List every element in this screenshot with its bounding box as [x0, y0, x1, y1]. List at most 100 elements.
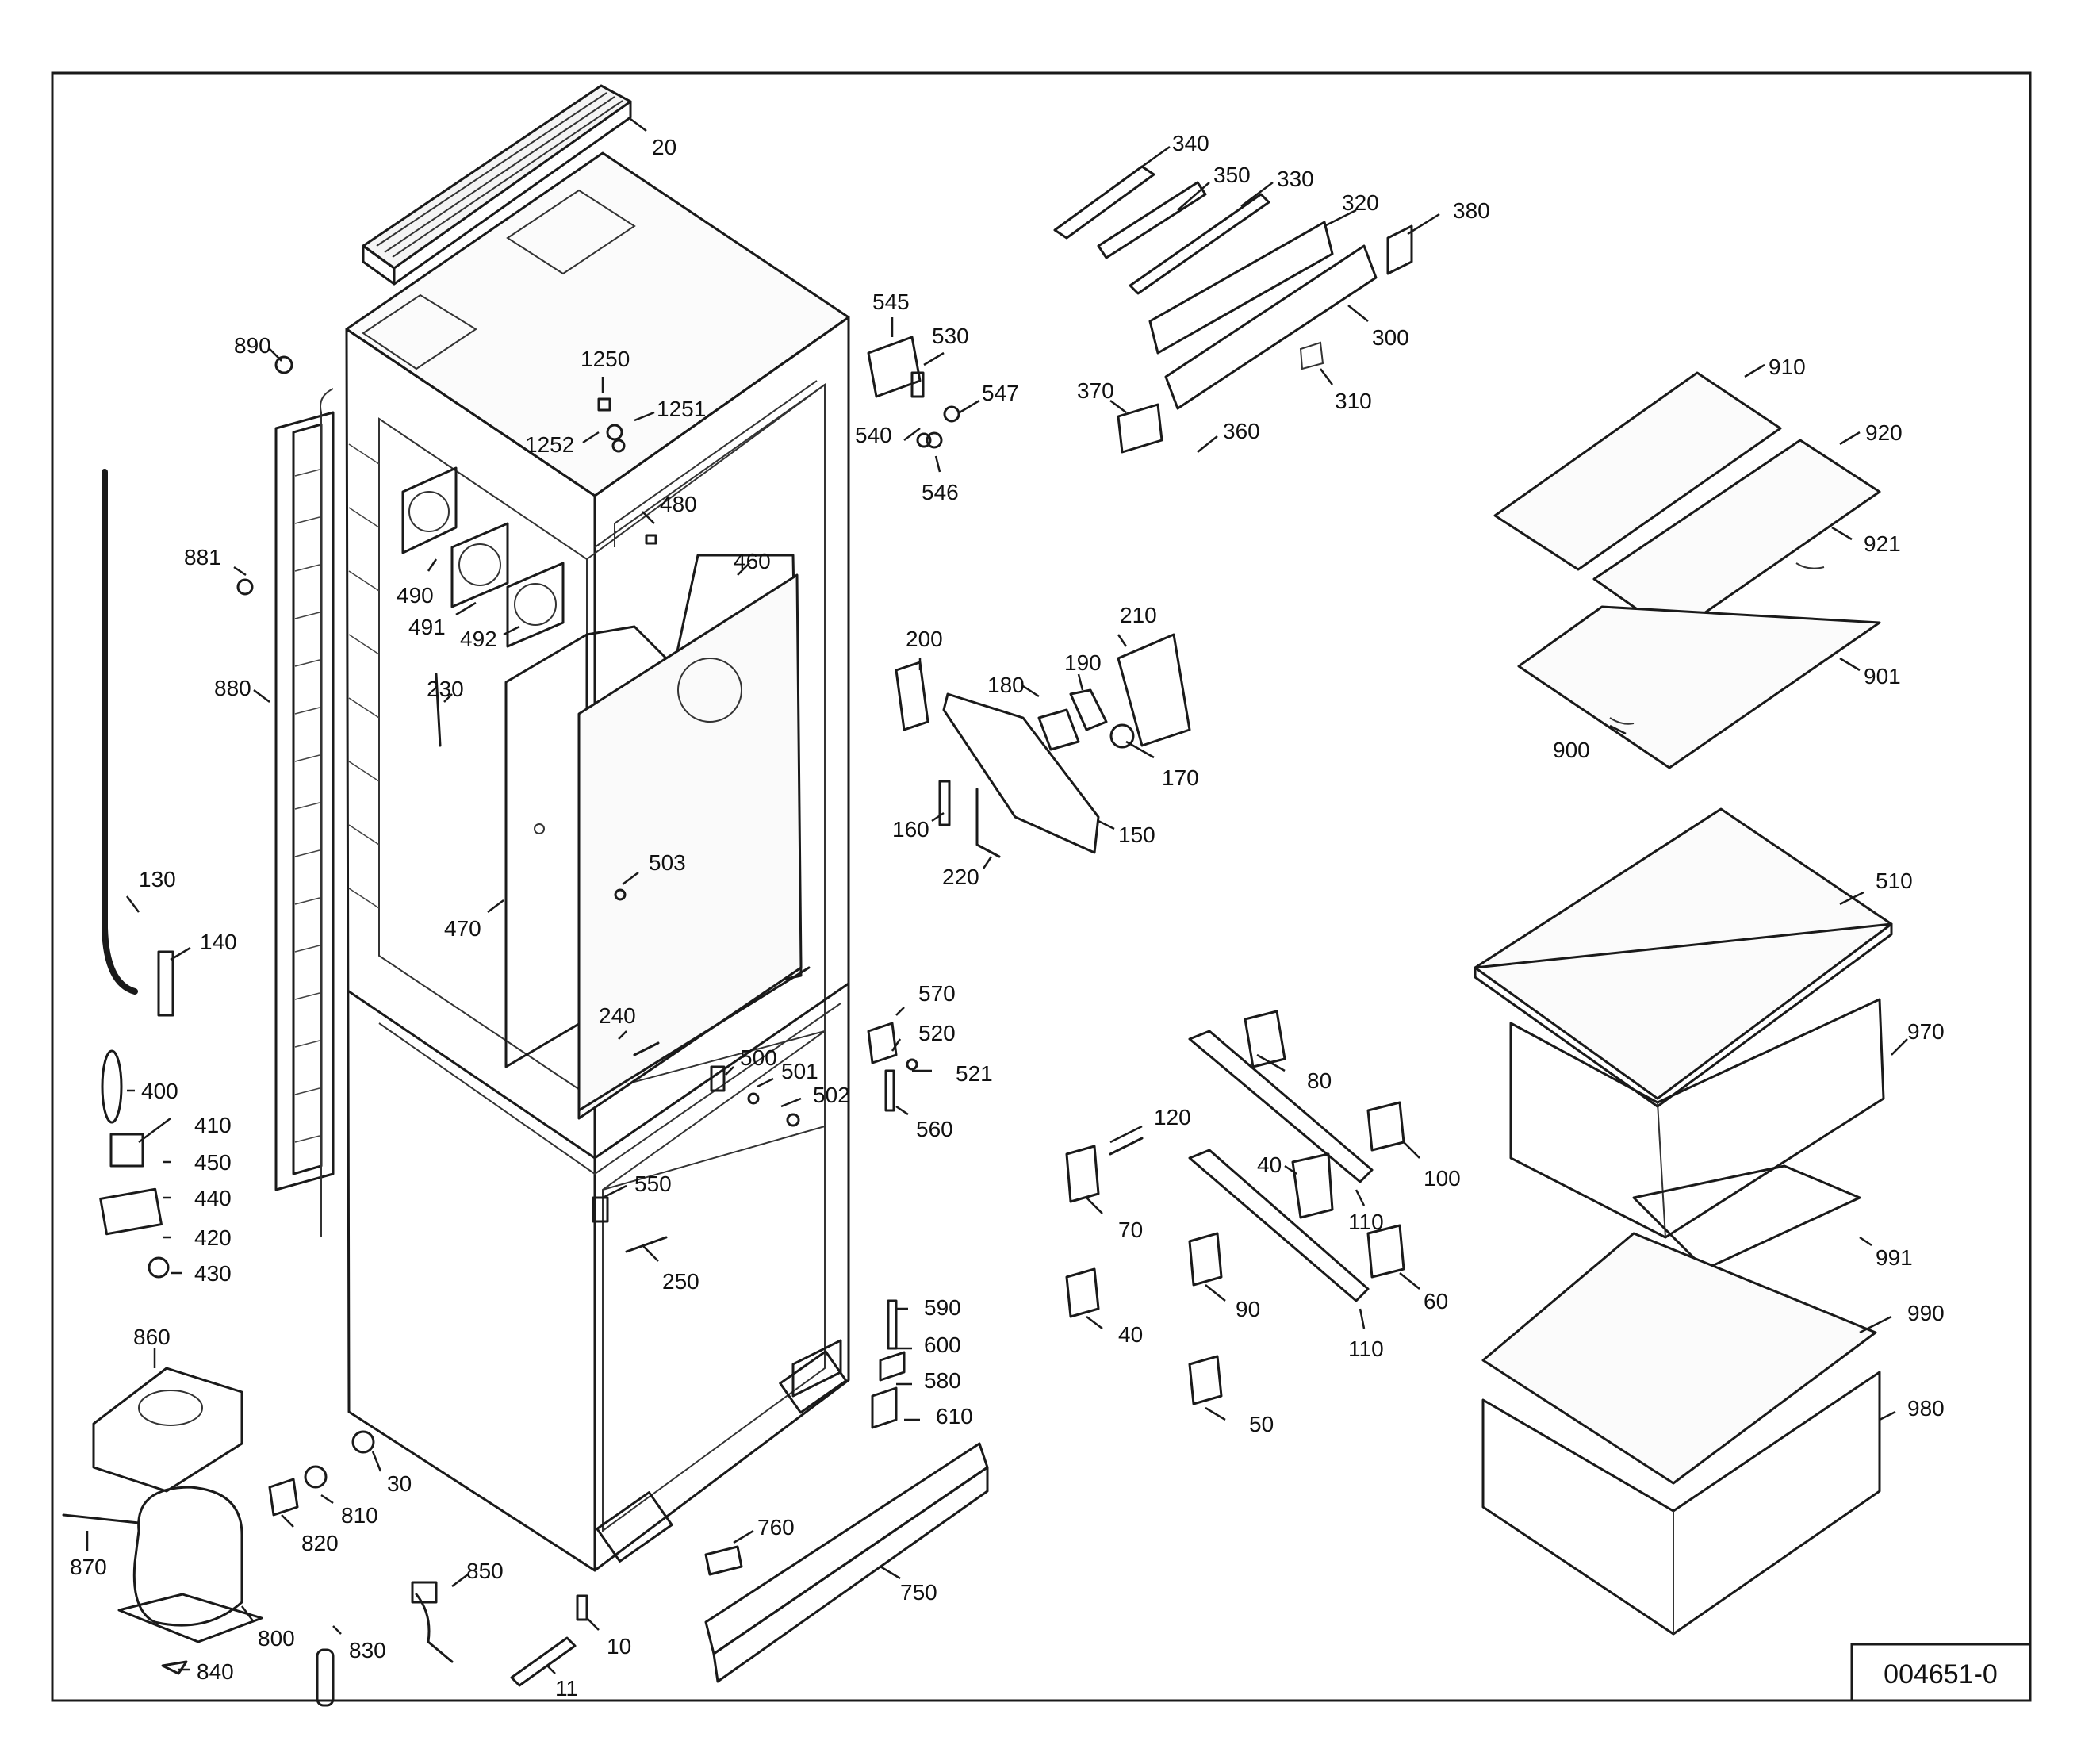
callout-380: 380 [1453, 198, 1490, 223]
drawing-number-box: 004651-0 [1850, 1643, 2032, 1702]
callout-590: 590 [924, 1295, 961, 1320]
callout-220: 220 [942, 865, 979, 889]
callout-970: 970 [1907, 1019, 1945, 1044]
callout-510: 510 [1876, 869, 1913, 893]
callout-20: 20 [652, 135, 676, 159]
callout-210: 210 [1120, 603, 1157, 627]
small-parts-left [99, 355, 293, 1279]
callout-190: 190 [1064, 650, 1102, 675]
callout-547: 547 [982, 381, 1019, 405]
callout-400: 400 [141, 1079, 178, 1103]
callout-800: 800 [258, 1626, 295, 1651]
callout-900: 900 [1553, 738, 1590, 762]
callout-120: 120 [1154, 1105, 1191, 1129]
light-unit-parts [895, 633, 1191, 858]
callout-250: 250 [662, 1269, 699, 1294]
door-seal-part [274, 388, 335, 1237]
callout-480: 480 [660, 492, 697, 516]
callout-890: 890 [234, 333, 271, 358]
callout-460: 460 [734, 549, 771, 573]
callout-570: 570 [918, 981, 956, 1006]
cabinet-body [345, 151, 850, 1572]
callout-420: 420 [194, 1225, 232, 1250]
callout-921: 921 [1864, 531, 1901, 556]
callout-180: 180 [987, 673, 1025, 697]
callout-140: 140 [200, 930, 237, 954]
callout-502: 502 [813, 1083, 850, 1107]
callout-990: 990 [1907, 1301, 1945, 1325]
callout-360: 360 [1223, 419, 1260, 443]
callout-340: 340 [1172, 131, 1209, 155]
callout-991: 991 [1876, 1245, 1913, 1270]
callout-240: 240 [599, 1003, 636, 1028]
callout-546: 546 [922, 480, 959, 504]
callout-330: 330 [1277, 167, 1314, 191]
callout-40-lower: 40 [1118, 1322, 1143, 1347]
callout-40-upper: 40 [1257, 1152, 1282, 1177]
callout-1252: 1252 [525, 432, 574, 457]
callout-501: 501 [781, 1059, 818, 1083]
glass-shelves [1493, 371, 1881, 769]
callout-880: 880 [214, 676, 251, 700]
callout-130: 130 [139, 867, 176, 892]
callout-350: 350 [1213, 163, 1251, 187]
callout-560: 560 [916, 1117, 953, 1141]
callout-491: 491 [408, 615, 446, 639]
callout-500: 500 [740, 1045, 777, 1070]
callout-100: 100 [1424, 1166, 1461, 1191]
callout-920: 920 [1865, 420, 1903, 445]
crisper-drawers [1474, 807, 1893, 1636]
drawing-number: 004651-0 [1884, 1659, 1998, 1689]
small-fasteners [435, 397, 760, 1253]
drain-tube-part [102, 469, 138, 995]
callout-170: 170 [1162, 765, 1199, 790]
callout-70: 70 [1118, 1218, 1143, 1242]
callout-labels: 20 340 350 330 320 380 300 310 370 360 5… [70, 131, 1945, 1701]
callout-110-upper: 110 [1348, 1210, 1384, 1234]
callout-830: 830 [349, 1638, 386, 1662]
callout-450: 450 [194, 1150, 232, 1175]
callout-503: 503 [649, 850, 686, 875]
callout-540: 540 [855, 423, 892, 447]
hinge-parts [786, 336, 960, 1429]
callout-50: 50 [1249, 1412, 1274, 1436]
callout-320: 320 [1342, 190, 1379, 215]
callout-870: 870 [70, 1555, 107, 1579]
callout-760: 760 [757, 1515, 795, 1540]
callout-310: 310 [1335, 389, 1372, 413]
callout-860: 860 [133, 1325, 171, 1349]
callout-580: 580 [924, 1368, 961, 1393]
callout-80: 80 [1307, 1068, 1332, 1093]
callout-545: 545 [872, 290, 910, 314]
callout-600: 600 [924, 1333, 961, 1357]
callout-90: 90 [1236, 1297, 1260, 1321]
control-panel-parts [1053, 165, 1413, 454]
callout-490: 490 [397, 583, 434, 608]
callout-910: 910 [1769, 355, 1806, 379]
callout-230: 230 [427, 677, 464, 701]
callout-370: 370 [1077, 378, 1114, 403]
compressor-parts [62, 1367, 588, 1707]
callout-470: 470 [444, 916, 481, 941]
callout-492: 492 [460, 627, 497, 651]
callout-980: 980 [1907, 1396, 1945, 1421]
callout-820: 820 [301, 1531, 339, 1555]
callout-430: 430 [194, 1261, 232, 1286]
callout-550: 550 [634, 1172, 672, 1196]
callout-520: 520 [918, 1021, 956, 1045]
door-bin-part [704, 1442, 989, 1683]
callout-1251: 1251 [657, 397, 706, 421]
callout-200: 200 [906, 627, 943, 651]
callout-881: 881 [184, 545, 221, 569]
callout-300: 300 [1372, 325, 1409, 350]
leader-lines [86, 118, 1908, 1674]
callout-850: 850 [466, 1559, 504, 1583]
callout-1250: 1250 [581, 347, 630, 371]
callout-110-lower: 110 [1348, 1336, 1384, 1361]
callout-840: 840 [197, 1659, 234, 1684]
callout-160: 160 [892, 817, 929, 842]
callout-440: 440 [194, 1186, 232, 1210]
callout-901: 901 [1864, 664, 1901, 688]
callout-750: 750 [900, 1580, 937, 1605]
